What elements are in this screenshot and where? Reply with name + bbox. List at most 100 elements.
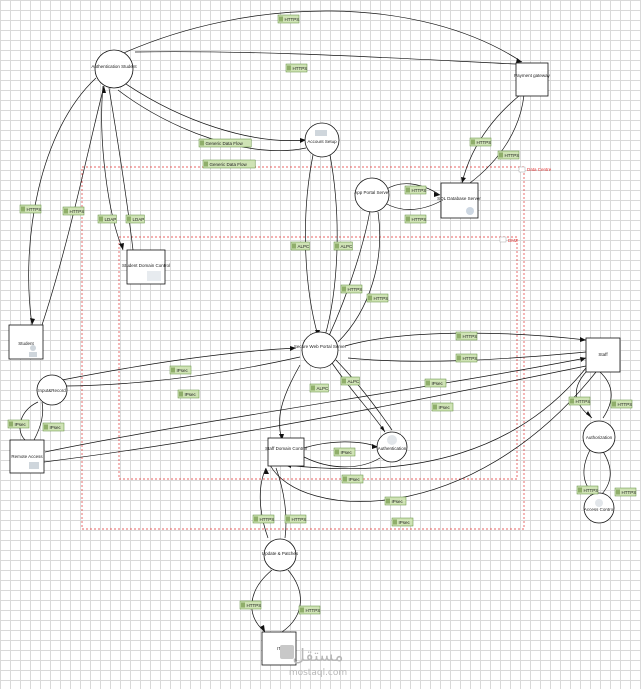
flow-label-https[interactable]: HTTPS [455,331,477,341]
node-payment-gateway[interactable]: Payment gateway [514,62,551,97]
process-icon [315,130,327,136]
node-label: SQL Database Server [437,196,481,201]
flow-label-text: IPsec [439,405,451,410]
flow-label-generic-data-flow[interactable]: Generic Data Flow [198,138,252,148]
flow-label-https[interactable]: HTTPS [340,284,363,294]
flow-icon [406,216,410,222]
node-app-portal-server[interactable]: App Portal Server [354,177,390,213]
node-label: Payment gateway [514,73,551,78]
data-centre-label: Data Centre [527,167,552,172]
flow-icon [292,243,296,249]
arrowhead [580,337,586,342]
flow-label-https[interactable]: HTTPS [568,396,590,406]
flow-line [329,359,386,433]
flow-label-alpc[interactable]: ALPC [290,241,310,251]
flow-line [275,467,287,539]
node-remote-access[interactable]: Remote Access [9,439,45,474]
flow-label-https[interactable]: HTTPS [285,63,307,73]
flow-label-https[interactable]: HTTPS [366,293,389,303]
flow-label-https[interactable]: HTTPS [252,514,274,524]
flow-label-text: HTTPS [292,517,307,522]
flow-label-text: IPsec [399,520,411,525]
node-authentication-student[interactable]: Authentication Student [91,49,137,89]
node-label: Student [18,341,34,346]
flow-label-text: HTTPS [70,209,85,214]
flow-label-generic-data-flow[interactable]: Generic Data Flow [202,159,256,169]
node-label: IT [277,646,281,651]
database-icon [466,207,474,215]
flow-label-ipsec[interactable]: IPsec [333,447,356,457]
flow-icon [426,380,430,386]
node-secure-web-portal-server[interactable]: Secure Web Portal Server [294,331,347,369]
node-authorization[interactable]: Authorization [582,420,616,454]
flow-label-https[interactable]: HTTPS [404,185,426,195]
node-student-domain-control[interactable]: Student Domain Control [122,249,170,285]
flow-label-ipsec[interactable]: IPsec [42,422,65,432]
node-input-and-record[interactable]: Input&Record [36,374,68,406]
flow-label-https[interactable]: HTTPS [239,600,261,610]
flow-label-alpc[interactable]: ALPC [340,376,360,386]
flow-label-text: LDAP [133,217,145,222]
data-centre-boundary: Data Centre [81,166,552,530]
arrowhead [264,468,269,474]
flow-label-text: HTTPS [348,287,363,292]
flow-label-ipsec[interactable]: IPsec [424,378,447,388]
flow-label-https[interactable]: HTTPS [284,514,307,524]
flow-icon [616,489,620,495]
flow-label-https[interactable]: HTTPS [497,150,519,160]
flow-label-https[interactable]: HTTPS [19,204,41,214]
dmz-boundary: DMZ [118,236,518,480]
node-it[interactable]: IT [261,631,297,666]
node-sql-database-server[interactable]: SQL Database Server [437,182,481,219]
flow-line [116,10,523,63]
flow-icon [433,404,437,410]
flow-label-https[interactable]: HTTPS [469,137,491,147]
flow-line [43,365,587,463]
flow-icon [254,516,258,522]
domain-control-icon [147,271,161,281]
flow-label-ipsec[interactable]: IPsec [391,517,414,527]
node-update-patches[interactable]: Update & Patches [262,538,299,572]
flow-label-https[interactable]: HTTPS [298,605,320,615]
watermark-arabic: مستقل [293,646,344,666]
arrowheads [30,58,594,632]
flow-line [384,200,442,210]
node-authentication[interactable]: Authentication [376,431,408,463]
flow-line [599,371,612,419]
flow-label-https[interactable]: HTTPS [610,399,632,409]
flow-label-alpc[interactable]: ALPC [333,241,353,251]
flow-label-ldap[interactable]: LDAP [97,214,117,224]
flow-label-https[interactable]: HTTPS [277,14,299,24]
flow-label-ipsec[interactable]: IPsec [431,402,454,412]
flow-label-text: IPsec [177,368,189,373]
flow-label-text: IPsec [432,381,444,386]
flow-label-ipsec[interactable]: IPsec [341,474,364,484]
flow-label-https[interactable]: HTTPS [614,487,636,497]
node-account-setup[interactable]: Account Setup [304,122,340,158]
flow-label-https[interactable]: HTTPS [404,214,426,224]
flow-label-text: HTTPS [584,488,599,493]
flow-icon [200,140,204,146]
node-access-control[interactable]: Access Control [583,492,615,524]
flow-labels: HTTPS HTTPS HTTPS HTTPS LDAP LDAP Generic Data… [7,14,636,615]
flow-label-https[interactable]: HTTPS [576,485,599,495]
node-student[interactable]: Student [8,324,44,360]
node-staff-domain-control[interactable]: Staff Domain Control [265,437,307,467]
node-label: Account Setup [307,139,337,144]
flow-line [335,359,393,431]
flow-label-https[interactable]: HTTPS [455,353,477,363]
flow-label-ipsec[interactable]: IPsec [384,496,407,506]
flow-label-https[interactable]: HTTPS [62,206,85,216]
flow-label-alpc[interactable]: ALPC [309,383,329,393]
flow-line [108,87,134,251]
flow-icon [127,216,131,222]
flow-label-ipsec[interactable]: IPsec [169,365,192,375]
flow-label-text: HTTPS [374,296,389,301]
flow-label-ipsec[interactable]: IPsec [177,389,200,399]
flow-label-ldap[interactable]: LDAP [125,214,145,224]
flow-icon [279,16,283,22]
flow-label-text: Generic Data Flow [210,162,248,167]
flow-label-text: IPsec [50,425,62,430]
flow-label-ipsec[interactable]: IPsec [7,419,30,429]
node-staff[interactable]: Staff [585,337,621,373]
